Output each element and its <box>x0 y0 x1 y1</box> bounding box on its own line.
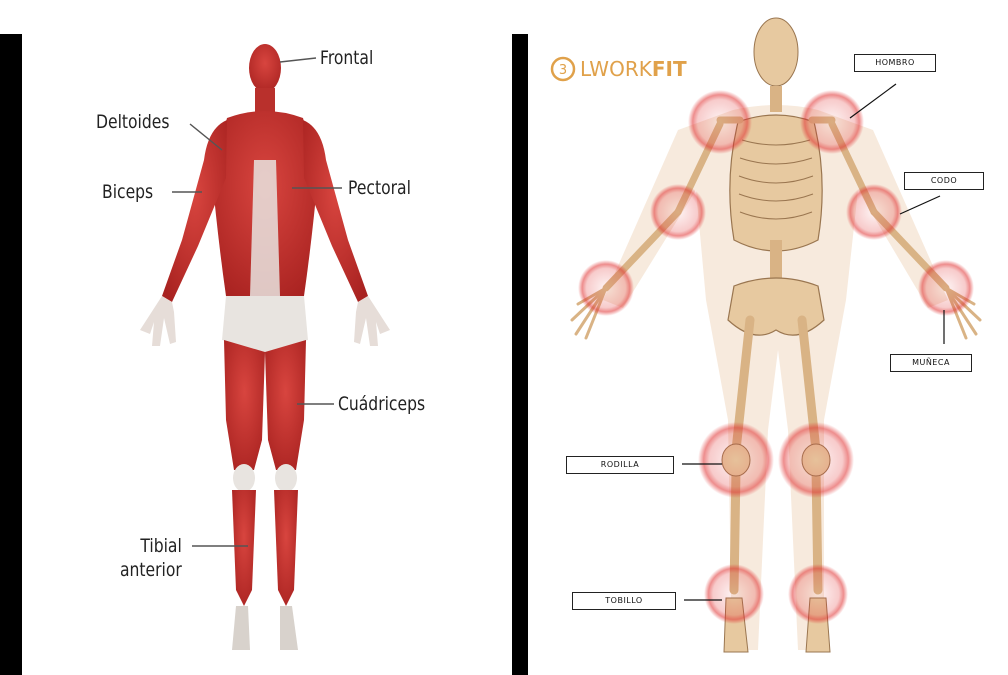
muscle-left-thigh <box>224 340 265 470</box>
muscle-neck <box>255 88 275 114</box>
skeleton-figure <box>528 0 1008 675</box>
label-deltoides: Deltoides <box>96 110 169 134</box>
glow-left-shoulder <box>688 90 752 154</box>
skull <box>754 18 798 86</box>
glow-left-wrist <box>578 260 634 316</box>
spine-neck <box>770 86 782 112</box>
left-foot <box>232 606 250 650</box>
skeleton-joint-panel: 3 LWORKFIT <box>528 0 1008 675</box>
label-biceps: Biceps <box>102 180 153 204</box>
pelvis <box>728 278 824 335</box>
glow-right-elbow <box>846 184 902 240</box>
muscle-right-thigh <box>265 340 306 470</box>
label-pectoral: Pectoral <box>348 176 411 200</box>
label-rodilla: RODILLA <box>566 456 674 474</box>
muscle-right-shin <box>274 490 298 606</box>
muscle-head <box>249 44 281 92</box>
glow-right-knee <box>778 422 854 498</box>
label-muneca: MUÑECA <box>890 354 972 372</box>
leader-frontal <box>280 58 316 62</box>
glow-left-knee <box>698 422 774 498</box>
right-hand <box>354 296 390 346</box>
label-tobillo: TOBILLO <box>572 592 676 610</box>
glow-right-shoulder <box>800 90 864 154</box>
arrow-hombro <box>850 84 896 118</box>
right-knee <box>275 464 297 492</box>
tendon-abdomen <box>250 160 280 296</box>
glow-left-ankle <box>704 564 764 624</box>
label-cuadriceps: Cuádriceps <box>338 392 425 416</box>
center-divider-bar <box>512 34 528 675</box>
label-hombro: HOMBRO <box>854 54 936 72</box>
muscle-diagram-panel: Frontal Deltoides Biceps Pectoral Cuádri… <box>22 0 512 675</box>
label-tibial-anterior: Tibial anterior <box>120 534 182 582</box>
left-hand <box>140 296 176 346</box>
left-knee <box>233 464 255 492</box>
muscle-figure <box>22 0 512 675</box>
glow-right-wrist <box>918 260 974 316</box>
glow-left-elbow <box>650 184 706 240</box>
label-frontal: Frontal <box>320 46 373 70</box>
muscle-left-shin <box>232 490 256 606</box>
glow-right-ankle <box>788 564 848 624</box>
left-border-bar <box>0 34 22 675</box>
right-foot <box>280 606 298 650</box>
label-codo: CODO <box>904 172 984 190</box>
